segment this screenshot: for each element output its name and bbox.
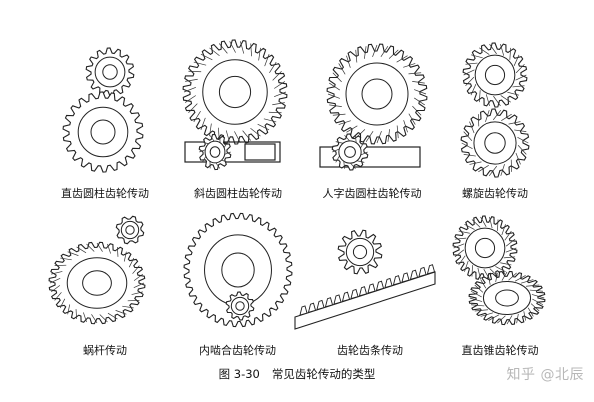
caption-rack: 齿轮齿条传动 — [337, 344, 403, 357]
crossed-helical-gear-illustration — [445, 35, 545, 183]
caption-worm: 蜗杆传动 — [83, 344, 127, 357]
herringbone-gear-illustration — [315, 32, 430, 182]
helical-gear-illustration — [175, 32, 295, 182]
figure-caption: 图 3-30 常见齿轮传动的类型 — [0, 366, 594, 382]
caption-crossed-helical: 螺旋齿轮传动 — [462, 187, 528, 200]
caption-herringbone: 人字齿圆柱齿轮传动 — [322, 187, 422, 200]
rack-pinion-illustration — [290, 222, 440, 332]
figure-number: 图 3-30 — [218, 367, 260, 381]
caption-spur: 直齿圆柱齿轮传动 — [61, 187, 149, 200]
figure-title: 常见齿轮传动的类型 — [271, 367, 376, 381]
caption-bevel: 直齿锥齿轮传动 — [461, 344, 539, 357]
internal-gear-illustration — [180, 208, 295, 338]
spur-gear-illustration — [48, 40, 158, 180]
caption-internal: 内啮合齿轮传动 — [199, 344, 276, 357]
watermark: 知乎 @北辰 — [506, 367, 584, 383]
worm-gear-illustration — [35, 208, 165, 338]
caption-helical: 斜齿圆柱齿轮传动 — [194, 187, 282, 200]
bevel-gear-illustration — [445, 208, 555, 338]
